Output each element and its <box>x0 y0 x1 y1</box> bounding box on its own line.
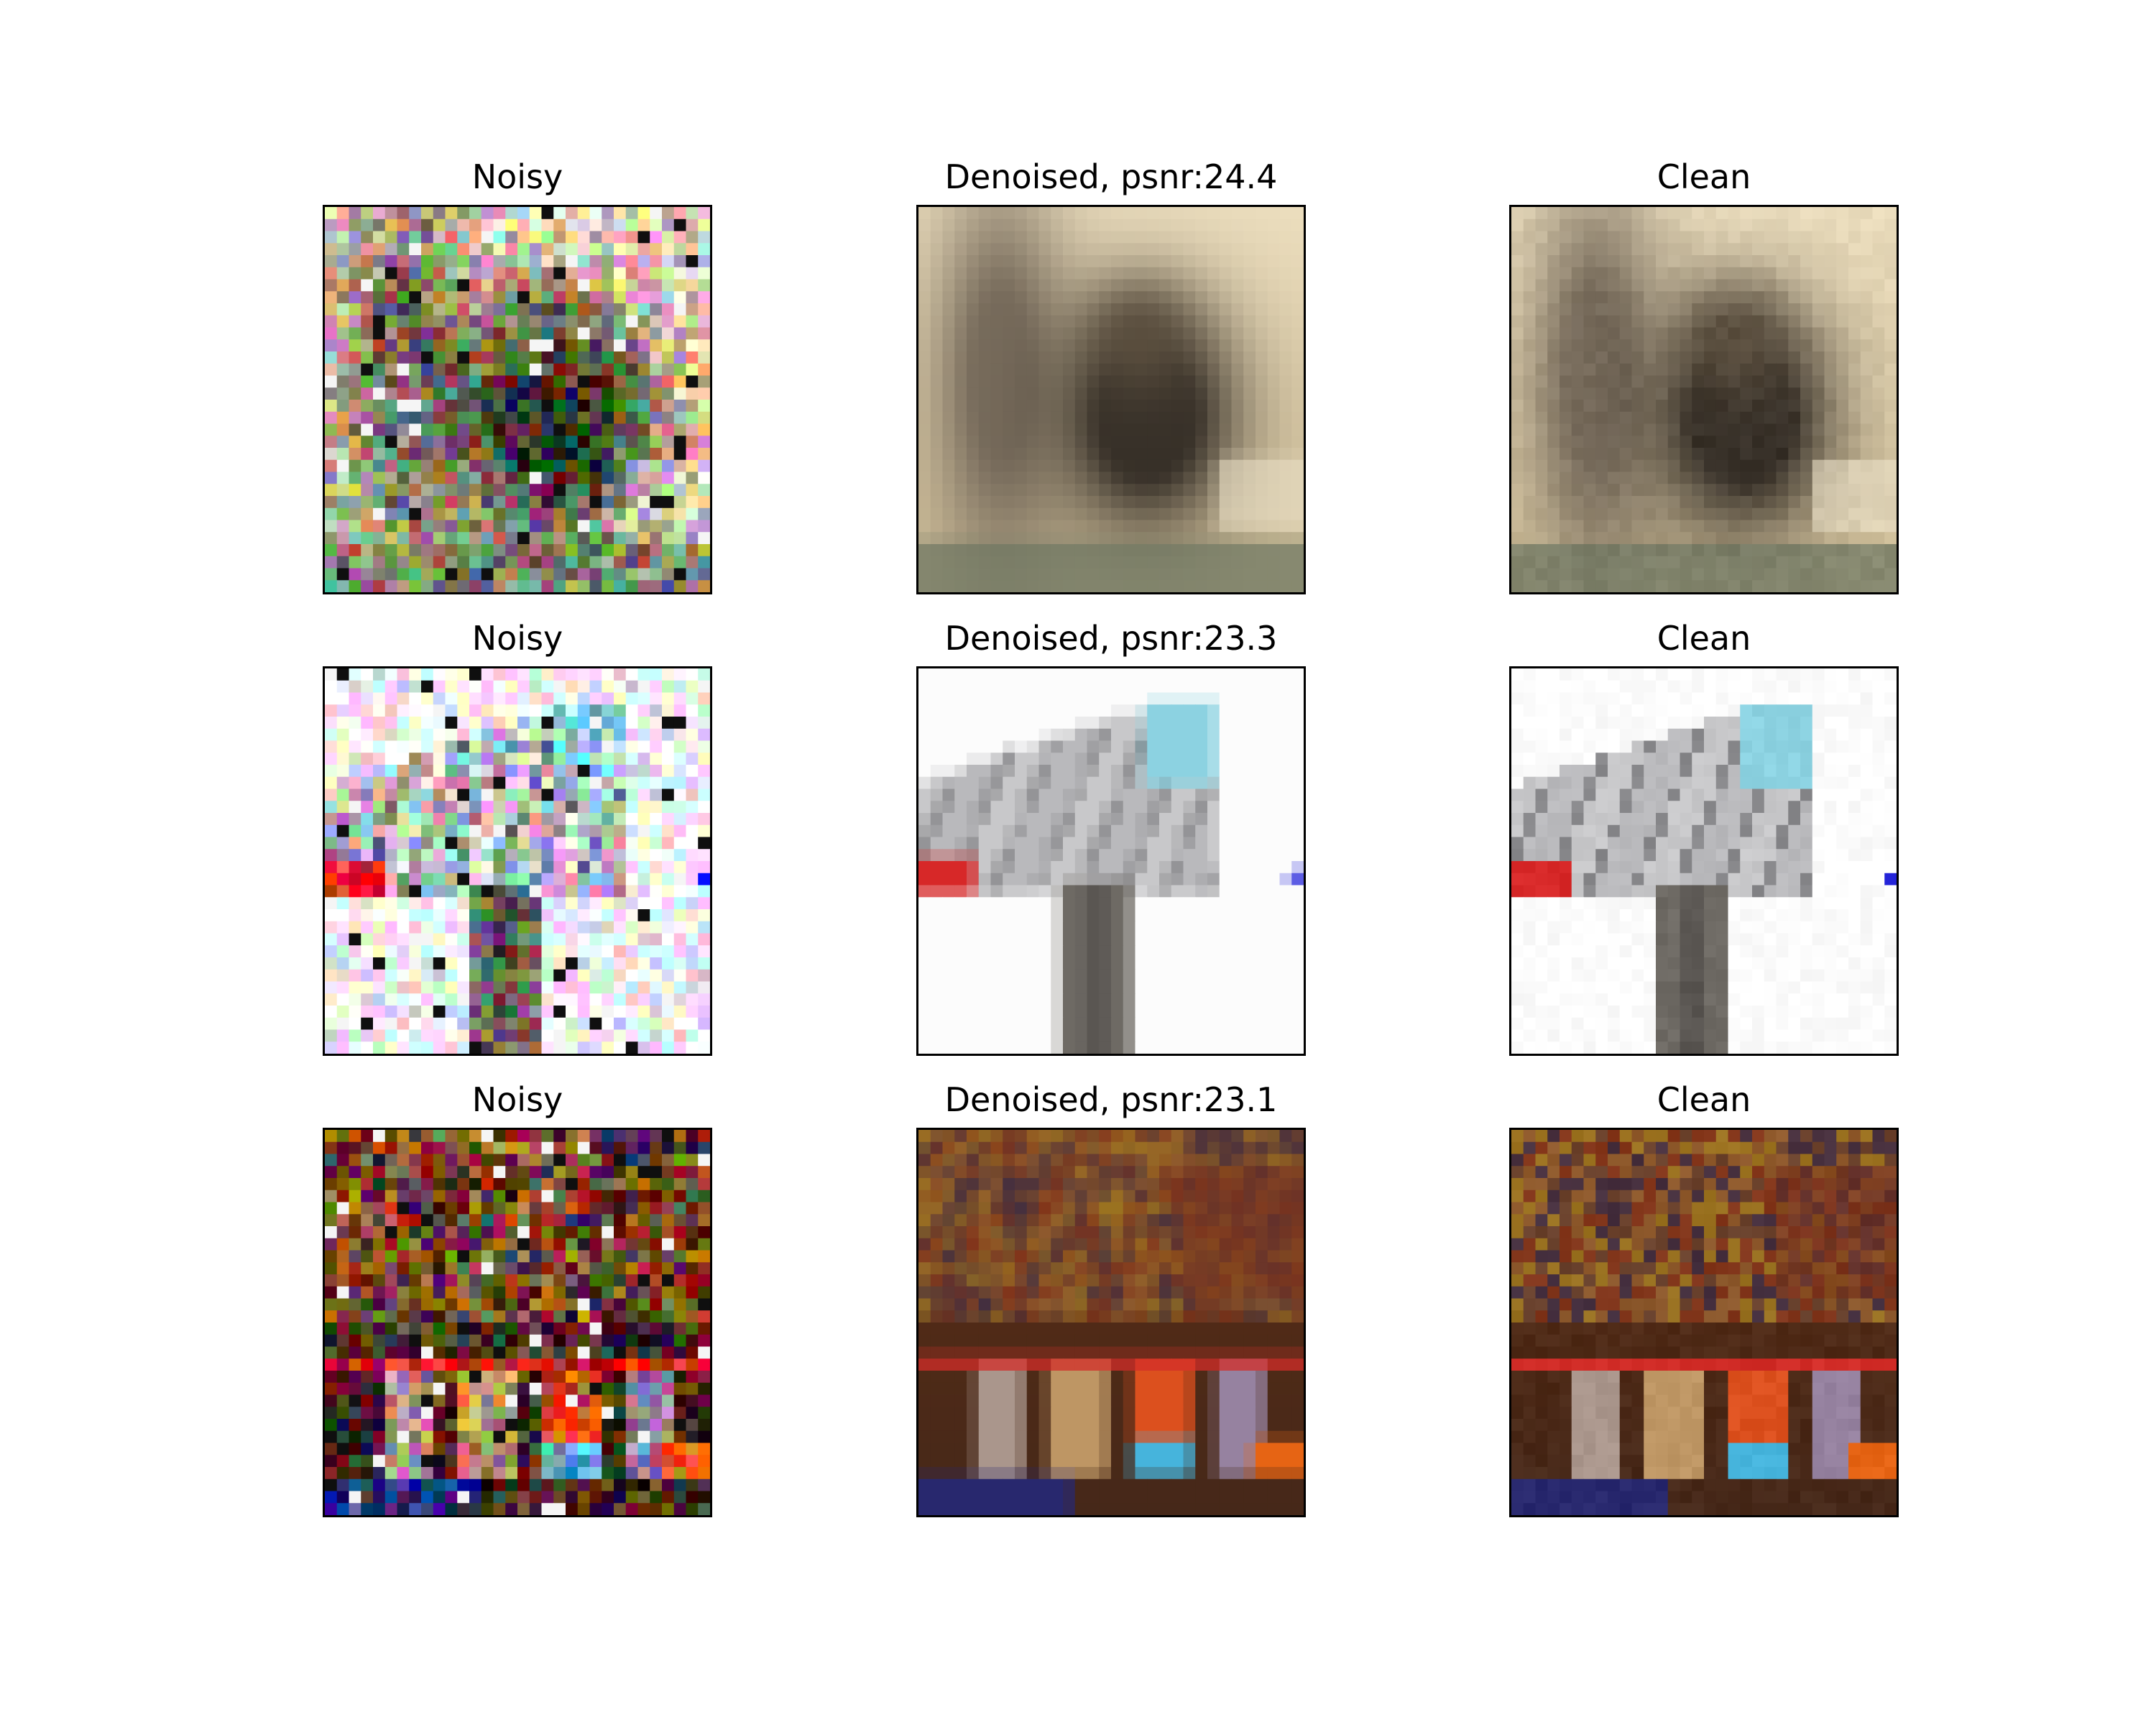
bottles-noisy-image <box>325 1130 710 1515</box>
panel-title: Denoised, psnr:23.1 <box>944 1080 1278 1119</box>
bear-clean-image <box>1511 207 1897 592</box>
bottles-clean-image <box>1511 1130 1897 1515</box>
image-panel-bird-clean <box>1509 666 1899 1056</box>
image-panel-bottles-denoised <box>916 1128 1306 1517</box>
bird-clean-image <box>1511 668 1897 1054</box>
bear-noisy-image <box>325 207 710 592</box>
panel-title: Noisy <box>471 619 563 658</box>
bottles-denoised-image <box>918 1130 1304 1515</box>
panel-title: Noisy <box>471 1080 563 1119</box>
bird-noisy-image <box>325 668 710 1054</box>
image-panel-bottles-noisy <box>323 1128 712 1517</box>
panel-title: Noisy <box>471 157 563 196</box>
panel-title: Clean <box>1657 1080 1751 1119</box>
panel-title: Denoised, psnr:24.4 <box>944 157 1278 196</box>
image-panel-bottles-clean <box>1509 1128 1899 1517</box>
panel-title: Clean <box>1657 157 1751 196</box>
bear-denoised-image <box>918 207 1304 592</box>
panel-title: Denoised, psnr:23.3 <box>944 619 1278 658</box>
panel-title: Clean <box>1657 619 1751 658</box>
image-panel-bird-denoised <box>916 666 1306 1056</box>
image-panel-bear-denoised <box>916 205 1306 594</box>
image-panel-bird-noisy <box>323 666 712 1056</box>
image-panel-bear-noisy <box>323 205 712 594</box>
image-panel-bear-clean <box>1509 205 1899 594</box>
bird-denoised-image <box>918 668 1304 1054</box>
